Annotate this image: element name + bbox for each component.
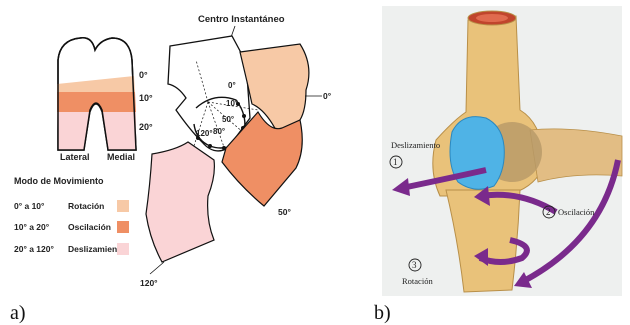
- arc-degree-120: 120°: [196, 129, 213, 138]
- fibula-bone: [530, 129, 622, 182]
- lateral-label: Lateral: [60, 152, 90, 162]
- tibia-segment-120: [146, 142, 214, 262]
- legend-mode-2: Oscilación: [68, 222, 111, 232]
- legend-swatch-rotation: [117, 200, 129, 212]
- panel-a: 0° 10° 20° Lateral Medial Modo de Movimi…: [0, 0, 370, 322]
- legend-range-2: 10° a 20°: [14, 222, 50, 232]
- movement-label-sliding: Deslizamiento: [391, 140, 440, 150]
- segment-degree-120: 120°: [140, 278, 158, 288]
- arc-degree-10: 10°: [226, 99, 238, 108]
- arc-degree-0: 0°: [228, 81, 236, 90]
- movement-number-3: 3: [412, 260, 417, 270]
- legend-mode-1: Rotación: [68, 201, 104, 211]
- medial-label: Medial: [107, 152, 135, 162]
- panel-b: Deslizamiento 1 2 Oscilación 3 Rotación …: [370, 0, 630, 322]
- legend-title: Modo de Movimiento: [14, 176, 104, 186]
- femoral-condyle-outline: [57, 38, 136, 150]
- knee-motion-illustration: Deslizamiento 1 2 Oscilación 3 Rotación: [370, 0, 630, 322]
- condyle-degree-10: 10°: [139, 93, 153, 103]
- movement-number-1: 1: [393, 157, 398, 167]
- movement-label-oscillation: Oscilación: [558, 207, 595, 217]
- arc-degree-80: 80°: [213, 127, 225, 136]
- center-label: Centro Instantáneo: [198, 14, 285, 25]
- arc-degree-50: 50°: [222, 115, 234, 124]
- legend-range-3: 20° a 120°: [14, 244, 54, 254]
- condyle-degree-20: 20°: [139, 122, 153, 132]
- legend-swatch-oscillation: [117, 221, 129, 233]
- legend-range-1: 0° a 10°: [14, 201, 45, 211]
- condyle-degree-0: 0°: [139, 70, 148, 80]
- segment-degree-0: 0°: [323, 91, 332, 101]
- knee-kinematics-diagram: 0° 10° 20° Lateral Medial Modo de Movimi…: [0, 0, 370, 322]
- legend-mode-3: Deslizamiento: [68, 244, 125, 254]
- movement-number-2: 2: [546, 207, 551, 217]
- legend-swatch-sliding: [117, 243, 129, 255]
- movement-label-rotation: Rotación: [402, 276, 433, 286]
- segment-degree-50: 50°: [278, 207, 291, 217]
